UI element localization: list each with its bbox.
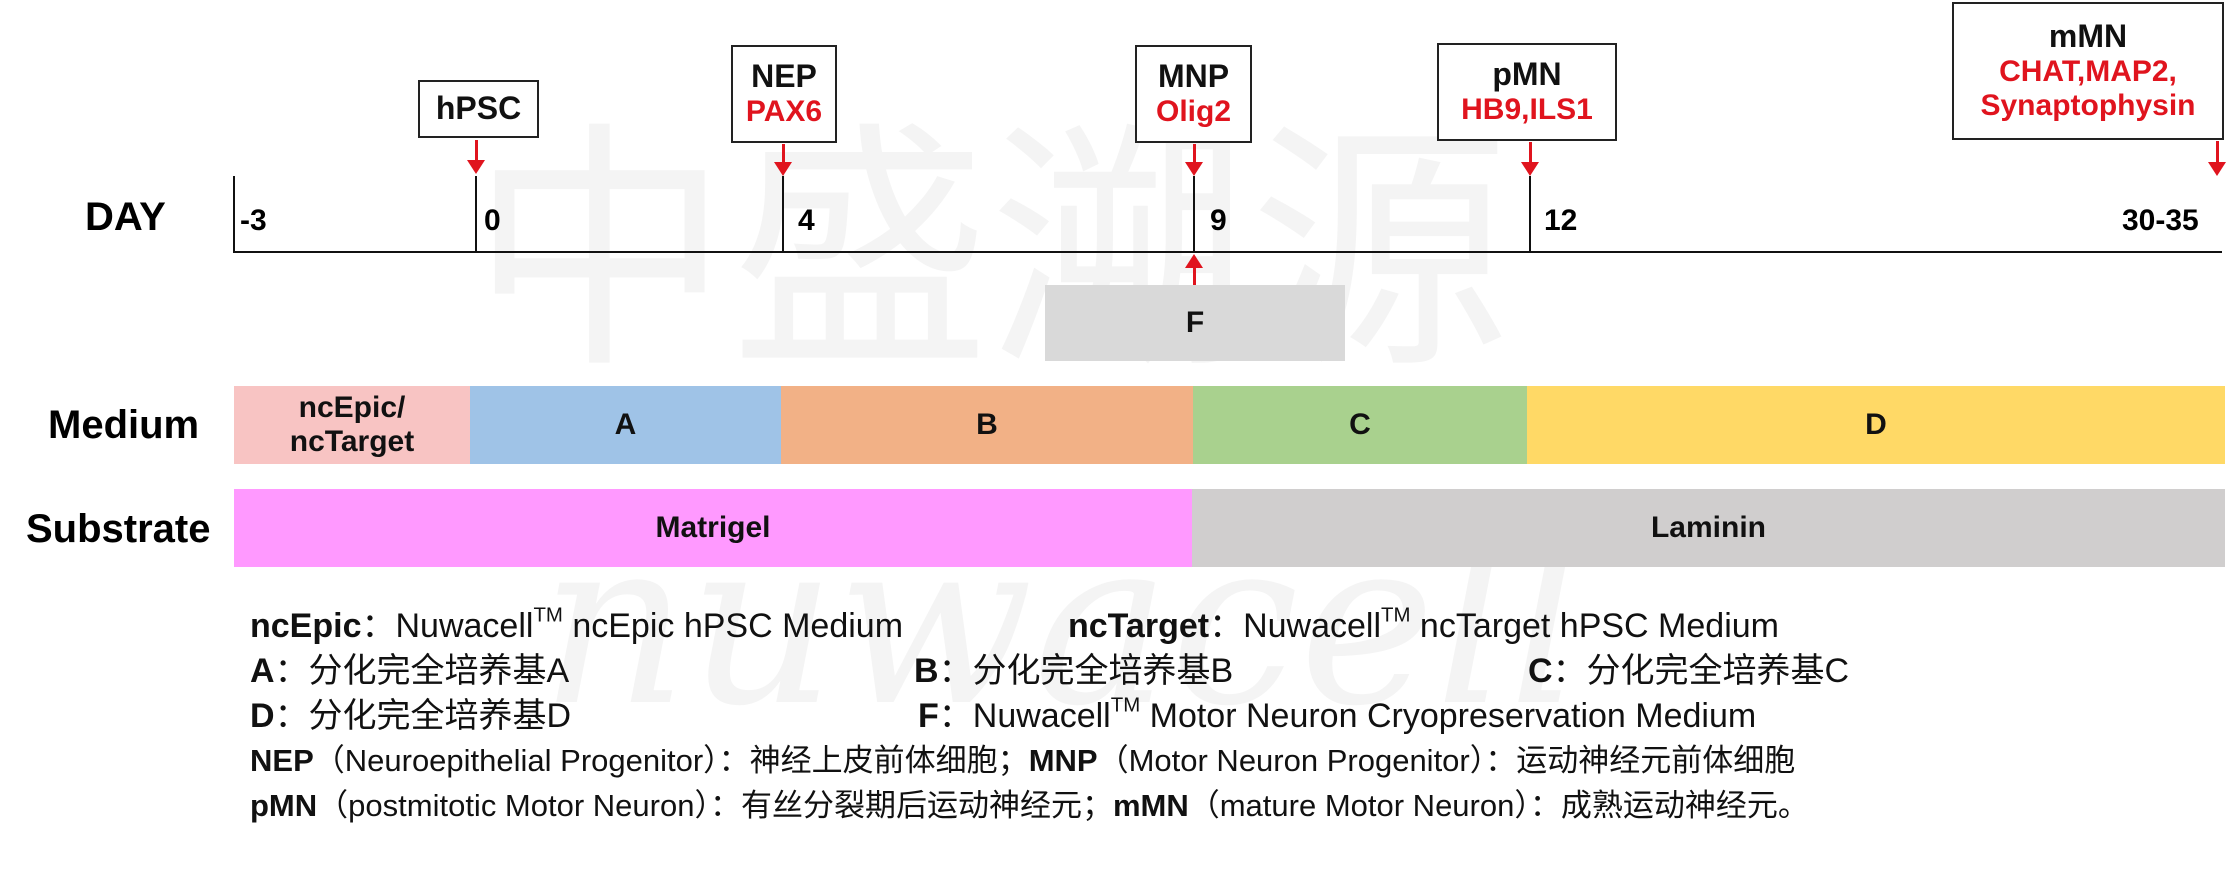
- legend-key: A: [250, 652, 275, 690]
- legend-text: ：分化完全培养基A: [274, 652, 570, 690]
- legend-key: ncEpic: [250, 607, 362, 645]
- tick-day-12: [1529, 176, 1531, 253]
- legend-text: Motor Neuron Cryopreservation Medium: [1140, 697, 1757, 735]
- day-tick-label: 9: [1210, 204, 1227, 237]
- stage-name: hPSC: [435, 90, 522, 127]
- legend-key: pMN: [250, 788, 318, 823]
- substrate-label-text: Laminin: [1650, 510, 1766, 544]
- stage-box-hpsc: hPSC: [418, 80, 539, 138]
- legend-text: ncEpic hPSC Medium: [562, 607, 904, 645]
- legend-text: ：Nuwacell: [1209, 607, 1382, 645]
- day-label: DAY: [85, 195, 166, 239]
- stage-box-mmn: mMN CHAT,MAP2, Synaptophysin: [1952, 2, 2224, 140]
- stage-name: pMN: [1492, 56, 1562, 93]
- stage-name: NEP: [751, 58, 817, 95]
- legend-key: MNP: [1028, 743, 1098, 778]
- medium-segment-a: A: [470, 386, 781, 464]
- freeze-label: F: [1185, 305, 1205, 339]
- day-tick-label: 12: [1544, 204, 1578, 237]
- timeline-axis: [234, 251, 2222, 253]
- trademark: TM: [1110, 694, 1141, 717]
- stage-box-nep: NEP PAX6: [731, 45, 837, 143]
- legend-f: F：NuwacellTM Motor Neuron Cryopreservati…: [918, 688, 1756, 737]
- legend-text: ：分化完全培养基C: [1552, 652, 1850, 690]
- legend-text: （Motor Neuron Progenitor）：运动神经元前体细胞: [1097, 743, 1796, 778]
- medium-label-line2: ncTarget: [289, 425, 415, 458]
- trademark: TM: [1381, 604, 1411, 627]
- tick-day-0: [475, 176, 477, 253]
- tick-day-minus3: [233, 176, 235, 253]
- legend-text: ：Nuwacell: [938, 697, 1111, 735]
- medium-label-line1: ncEpic/: [298, 390, 406, 424]
- legend-text: （mature Motor Neuron）：成熟运动神经元。: [1188, 788, 1809, 823]
- legend-ncepic: ncEpic：NuwacellTM ncEpic hPSC Medium: [250, 598, 903, 647]
- legend-pmn-mmn: pMN（postmitotic Motor Neuron）：有丝分裂期后运动神经…: [250, 780, 1809, 825]
- stage-marker: Synaptophysin: [1980, 88, 2196, 122]
- legend-text: ncTarget hPSC Medium: [1410, 607, 1779, 645]
- legend-text: （Neuroepithelial Progenitor）：神经上皮前体细胞；: [313, 743, 1029, 778]
- medium-segment-b: B: [781, 386, 1193, 464]
- legend-a: A：分化完全培养基A: [250, 643, 569, 692]
- stage-marker: Olig2: [1155, 95, 1231, 129]
- legend-key: B: [914, 652, 939, 690]
- stage-marker: CHAT,MAP2,: [1999, 55, 2177, 89]
- day-tick-label: 4: [798, 204, 815, 237]
- medium-label: D: [1865, 407, 1887, 441]
- medium-label: B: [976, 407, 998, 441]
- freeze-box-f: F: [1045, 285, 1345, 361]
- medium-segment-c: C: [1193, 386, 1527, 464]
- stage-name: mMN: [2048, 18, 2128, 55]
- substrate-label-text: Matrigel: [655, 510, 771, 544]
- stage-marker: HB9,ILS1: [1461, 93, 1593, 127]
- medium-segment-ncepic: ncEpic/ ncTarget: [234, 386, 470, 464]
- watermark-chinese: 中盛溯源: [470, 40, 1510, 417]
- legend-key: D: [250, 697, 275, 735]
- legend-c: C：分化完全培养基C: [1528, 643, 1849, 692]
- substrate-label: Substrate: [26, 507, 211, 551]
- medium-segment-d: D: [1527, 386, 2225, 464]
- substrate-segment-matrigel: Matrigel: [234, 489, 1192, 567]
- tick-day-9: [1193, 176, 1195, 253]
- trademark: TM: [533, 604, 563, 627]
- stage-marker: PAX6: [745, 95, 823, 129]
- stage-box-pmn: pMN HB9,ILS1: [1437, 43, 1617, 141]
- medium-label: C: [1349, 407, 1371, 441]
- legend-text: （postmitotic Motor Neuron）：有丝分裂期后运动神经元；: [317, 788, 1113, 823]
- legend-key: F: [918, 697, 939, 735]
- medium-label: A: [614, 407, 637, 441]
- legend-text: ：分化完全培养基B: [938, 652, 1234, 690]
- legend-nctarget: ncTarget：NuwacellTM ncTarget hPSC Medium: [1068, 598, 1779, 647]
- medium-label: Medium: [48, 403, 200, 447]
- day-tick-label: 0: [484, 204, 501, 237]
- stage-name: MNP: [1157, 58, 1230, 95]
- legend-key: NEP: [250, 743, 314, 778]
- legend-b: B：分化完全培养基B: [914, 643, 1233, 692]
- tick-day-4: [782, 176, 784, 253]
- legend-d: D：分化完全培养基D: [250, 688, 571, 737]
- legend-key: mMN: [1112, 788, 1189, 823]
- legend-text: ：Nuwacell: [361, 607, 534, 645]
- legend-text: ：分化完全培养基D: [274, 697, 572, 735]
- legend-key: C: [1528, 652, 1553, 690]
- legend-key: ncTarget: [1068, 607, 1210, 645]
- stage-box-mnp: MNP Olig2: [1135, 45, 1252, 143]
- day-tick-label: 30-35: [2122, 204, 2199, 237]
- legend-nep-mnp: NEP（Neuroepithelial Progenitor）：神经上皮前体细胞…: [250, 735, 1795, 780]
- day-tick-label: -3: [240, 204, 267, 237]
- substrate-segment-laminin: Laminin: [1192, 489, 2225, 567]
